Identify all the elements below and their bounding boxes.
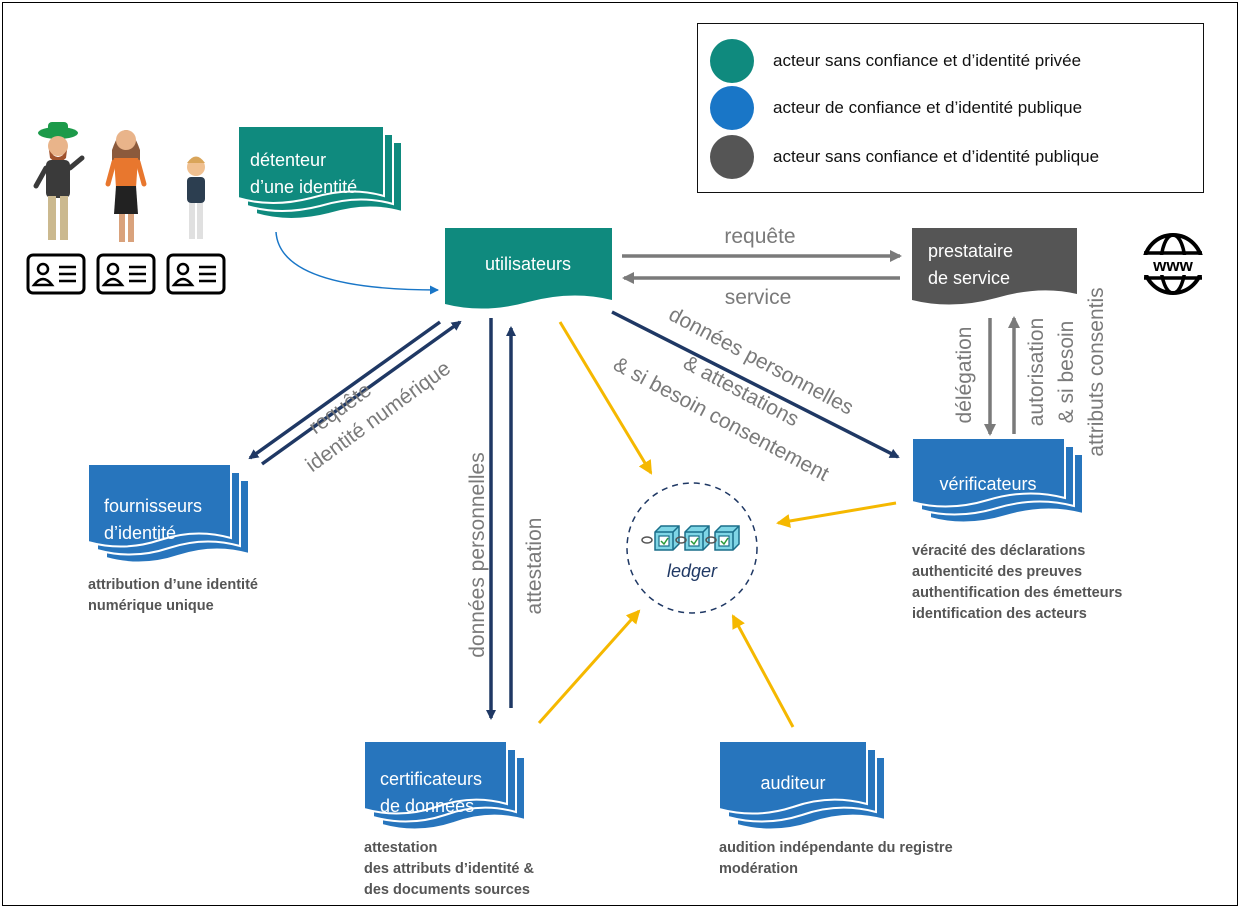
person-man-icon bbox=[33, 122, 85, 240]
desc-auditeur: audition indépendante du registre modéra… bbox=[719, 838, 953, 880]
arrow-detenteur-utilisateurs bbox=[275, 231, 439, 295]
desc-verificateurs: véracité des déclarations authenticité d… bbox=[912, 541, 1122, 625]
globe-www-icon: www bbox=[1139, 233, 1207, 295]
edge-label-requete-top: requête bbox=[724, 225, 795, 248]
edge-label-donnees-vertical: données personnelles bbox=[466, 452, 489, 658]
legend-dot-teal bbox=[710, 39, 754, 83]
node-fournisseurs-line1: fournisseurs bbox=[104, 496, 202, 516]
desc-verificateurs-line: authenticité des preuves bbox=[912, 564, 1083, 580]
node-certificateurs-line1: certificateurs bbox=[380, 769, 482, 789]
legend-label-teal: acteur sans confiance et d’identité priv… bbox=[773, 51, 1082, 70]
svg-text:www: www bbox=[1152, 256, 1193, 275]
node-verificateurs-label: vérificateurs bbox=[939, 474, 1036, 494]
blockchain-icon bbox=[641, 525, 740, 551]
desc-certificateurs-line: des documents sources bbox=[364, 882, 530, 898]
ledger-label: ledger bbox=[667, 561, 718, 581]
node-detenteur: détenteur d’une identité bbox=[237, 125, 403, 220]
id-card-icon bbox=[26, 253, 86, 295]
desc-fournisseurs: attribution d’une identité numérique uni… bbox=[88, 575, 258, 617]
id-card-icon bbox=[96, 253, 156, 295]
node-auditeur: auditeur bbox=[718, 740, 886, 831]
desc-verificateurs-line: identification des acteurs bbox=[912, 606, 1087, 622]
legend-label-gray: acteur sans confiance et d’identité publ… bbox=[773, 147, 1100, 166]
desc-fournisseurs-line: numérique unique bbox=[88, 598, 214, 614]
node-certificateurs-line2: de données bbox=[380, 796, 474, 816]
edge-label-autorisation-1: autorisation bbox=[1025, 318, 1048, 427]
legend-label-blue: acteur de confiance et d’identité publiq… bbox=[773, 98, 1083, 117]
desc-certificateurs: attestation des attributs d’identité & d… bbox=[364, 838, 534, 901]
edge-label-autorisation-2: & si besoin bbox=[1055, 321, 1078, 424]
arrow-utilisateurs-ledger bbox=[558, 321, 653, 475]
node-utilisateurs-label: utilisateurs bbox=[485, 254, 571, 274]
edge-label-autorisation-3: attributs consentis bbox=[1085, 287, 1108, 456]
node-prestataire: prestataire de service bbox=[912, 228, 1077, 305]
edge-label-attestation-vertical: attestation bbox=[523, 518, 546, 615]
person-child-icon bbox=[187, 156, 205, 239]
arrow-requete-fournisseurs bbox=[248, 320, 442, 460]
legend-dot-gray bbox=[710, 135, 754, 179]
node-fournisseurs: fournisseurs d’identité bbox=[87, 463, 250, 564]
legend: acteur sans confiance et d’identité priv… bbox=[697, 23, 1204, 193]
node-detenteur-line2: d’une identité bbox=[250, 177, 357, 197]
node-verificateurs: vérificateurs bbox=[911, 437, 1084, 524]
node-prestataire-line2: de service bbox=[928, 268, 1010, 288]
ledger: ledger bbox=[626, 482, 758, 614]
node-certificateurs: certificateurs de données bbox=[363, 740, 526, 831]
arrow-donnees-verificateurs bbox=[611, 310, 900, 459]
id-card-icon bbox=[166, 253, 226, 295]
desc-auditeur-line: audition indépendante du registre bbox=[719, 840, 953, 856]
people-illustration bbox=[33, 122, 205, 242]
node-detenteur-line1: détenteur bbox=[250, 150, 326, 170]
arrow-verificateurs-ledger bbox=[776, 501, 897, 528]
desc-certificateurs-line: attestation bbox=[364, 840, 438, 856]
desc-fournisseurs-line: attribution d’une identité bbox=[88, 577, 258, 593]
legend-dot-blue bbox=[710, 86, 754, 130]
desc-verificateurs-line: authentification des émetteurs bbox=[912, 585, 1123, 601]
arrow-identite-numerique bbox=[260, 320, 462, 466]
desc-certificateurs-line: des attributs d’identité & bbox=[364, 861, 534, 877]
edge-label-delegation: délégation bbox=[953, 327, 976, 424]
arrow-certificateurs-ledger bbox=[537, 609, 641, 724]
id-cards bbox=[26, 253, 226, 295]
node-fournisseurs-line2: d’identité bbox=[104, 523, 176, 543]
node-auditeur-label: auditeur bbox=[760, 773, 825, 793]
desc-verificateurs-line: véracité des déclarations bbox=[912, 543, 1086, 559]
edge-label-service: service bbox=[725, 286, 792, 309]
node-prestataire-line1: prestataire bbox=[928, 241, 1013, 261]
person-woman-icon bbox=[105, 130, 147, 242]
node-utilisateurs: utilisateurs bbox=[445, 228, 612, 309]
arrow-auditeur-ledger bbox=[731, 614, 795, 728]
desc-auditeur-line: modération bbox=[719, 861, 798, 877]
